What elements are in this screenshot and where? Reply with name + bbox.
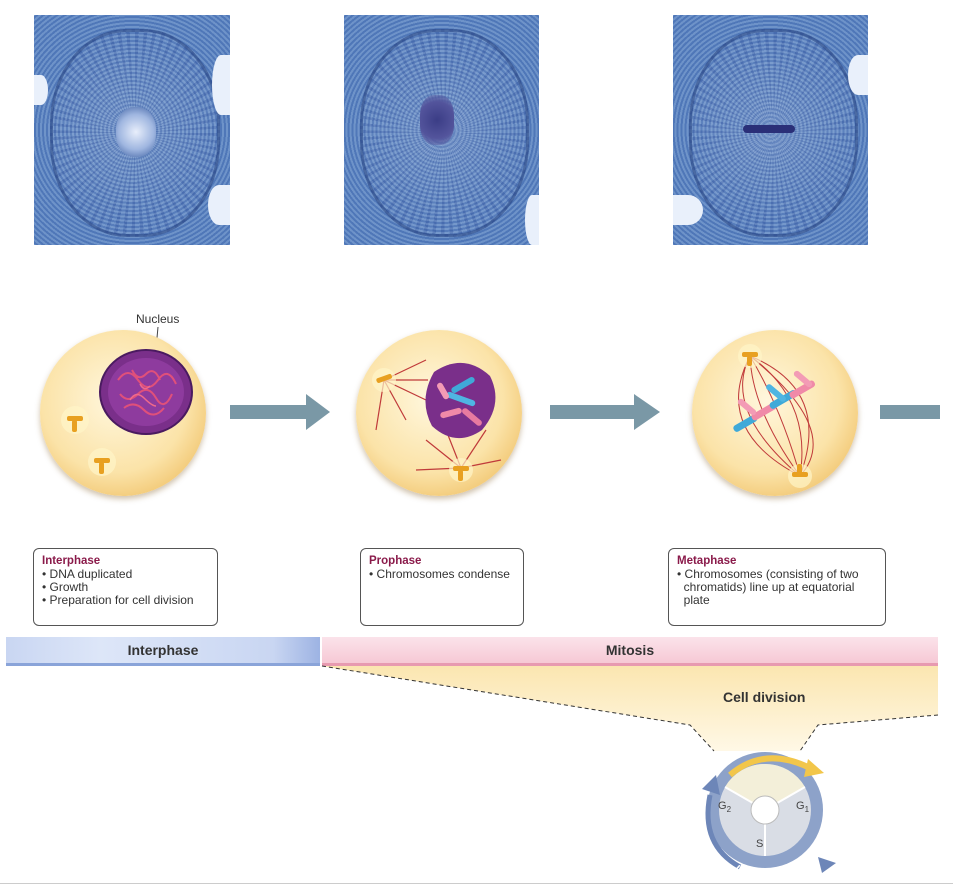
centrosome-icon [788,464,812,488]
cell-cycle-wheel: Interphase [702,752,836,883]
prophase-cell-illustration [356,330,522,496]
centrosome-icon [449,458,473,482]
interphase-cell-illustration [40,330,206,496]
right-arrow-icon [550,394,660,430]
g1-label: G1 [796,800,810,815]
interphase-info-box: Interphase • DNA duplicated • Growth • P… [33,548,218,626]
centrosome-icon [88,448,116,476]
stage-bullet: • Preparation for cell division [42,593,194,607]
stage-bullet: • Chromosomes condense [369,567,510,581]
stage-title: Interphase [42,555,101,567]
stage-bullet: • Growth [42,580,89,594]
stage-bullet: plate [677,593,710,607]
stage-bullet: • Chromosomes (consisting of two [677,567,859,581]
right-arrow-icon [230,394,330,430]
nucleus-label: Nucleus [136,312,180,326]
prophase-info-box: Prophase • Chromosomes condense [360,548,524,626]
mitosis-timeline-bar: Mitosis [322,637,938,666]
micrograph-metaphase [673,15,868,245]
micrograph-prophase [344,15,539,245]
bottom-divider [0,883,953,884]
continuation-arrow-icon [880,405,940,419]
cell-division-funnel [321,665,939,752]
centrosome-icon [61,406,89,434]
stage-bullet: • DNA duplicated [42,567,133,581]
cell-division-label: Cell division [723,689,806,705]
centrosome-icon [372,368,396,392]
g2-label: G2 [718,800,732,815]
s-label: S [756,838,764,850]
stage-title: Prophase [369,555,422,567]
stage-bullet: chromatids) line up at equatorial [677,580,855,594]
metaphase-info-box: Metaphase • Chromosomes (consisting of t… [668,548,886,626]
stage-title: Metaphase [677,555,737,567]
micrograph-interphase [34,15,230,245]
interphase-timeline-bar: Interphase [6,637,320,666]
metaphase-cell-illustration [692,330,858,496]
centrosome-icon [738,344,762,368]
